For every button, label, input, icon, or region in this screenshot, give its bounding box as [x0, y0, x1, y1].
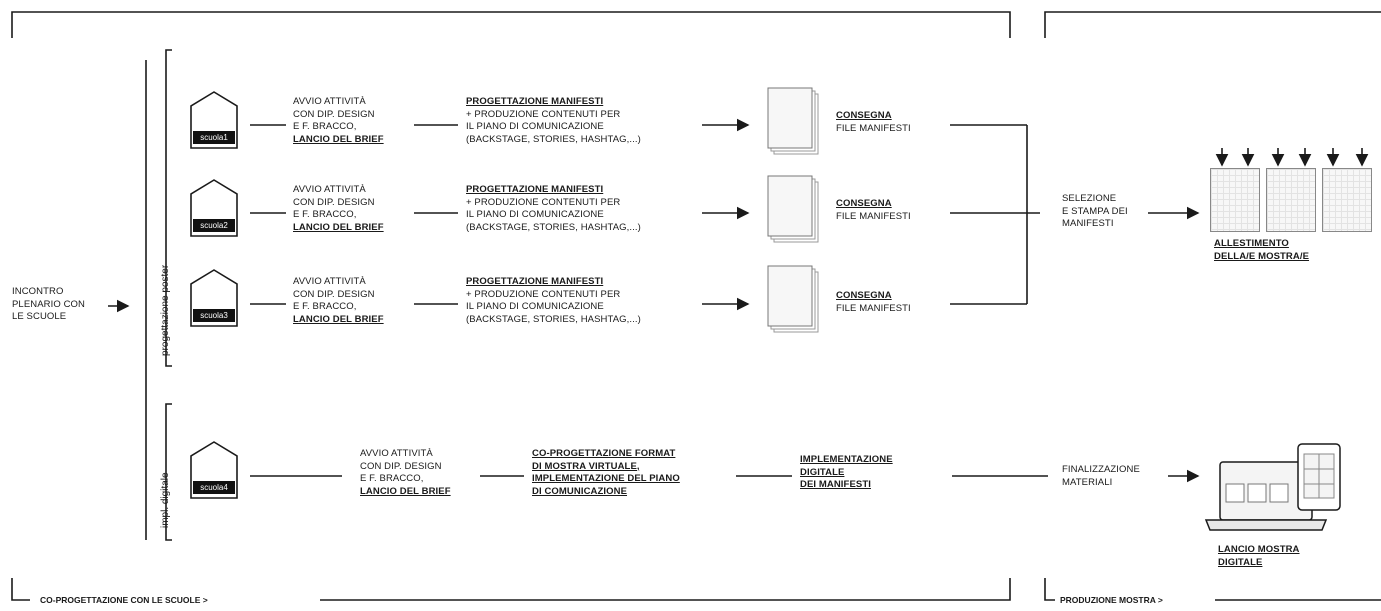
- progettazione-line: (BACKSTAGE, STORIES, HASHTAG,...): [466, 133, 641, 145]
- implementazione-line: DEI MANIFESTI: [800, 479, 871, 490]
- implementazione-block: IMPLEMENTAZIONE DIGITALE DEI MANIFESTI: [800, 454, 893, 492]
- brief-launch-label: LANCIO DEL BRIEF: [293, 313, 384, 325]
- avvio-line: CON DIP. DESIGN: [293, 196, 375, 208]
- progettazione-line: IL PIANO DI COMUNICAZIONE: [466, 301, 604, 312]
- lancio-mostra-line: LANCIO MOSTRA: [1218, 544, 1300, 555]
- allestimento-line: ALLESTIMENTO: [1214, 238, 1289, 249]
- avvio-block-1: AVVIO ATTIVITÀ CON DIP. DESIGN E F. BRAC…: [293, 96, 384, 146]
- plenary-line-2: PLENARIO CON: [12, 298, 85, 310]
- lancio-mostra-block: LANCIO MOSTRA DIGITALE: [1218, 544, 1300, 569]
- plenary-meeting-label: INCONTRO PLENARIO CON LE SCUOLE: [12, 286, 85, 324]
- progettazione-line: IL PIANO DI COMUNICAZIONE: [466, 209, 604, 220]
- school-tag-3: scuola3: [193, 309, 235, 322]
- avvio-block-2: AVVIO ATTIVITÀ CON DIP. DESIGN E F. BRAC…: [293, 184, 384, 234]
- school-tag-2: scuola2: [193, 219, 235, 232]
- manifest-files-icon-2: [766, 174, 822, 246]
- exhibition-board-1: [1210, 168, 1260, 232]
- laptop-tablet-icon: [1204, 443, 1341, 531]
- exhibition-board-3: [1322, 168, 1372, 232]
- plenary-line-1: INCONTRO: [12, 286, 64, 297]
- manifest-files-icon-1: [766, 86, 822, 158]
- progettazione-line: + PRODUZIONE CONTENUTI PER: [466, 108, 621, 120]
- lancio-mostra-line: DIGITALE: [1218, 556, 1263, 568]
- allestimento-block: ALLESTIMENTO DELLA/E MOSTRA/E: [1214, 238, 1309, 263]
- selezione-line: E STAMPA DEI: [1062, 205, 1128, 217]
- finalizzazione-line: MATERIALI: [1062, 476, 1113, 488]
- progettazione-line: (BACKSTAGE, STORIES, HASHTAG,...): [466, 313, 641, 325]
- consegna-line: FILE MANIFESTI: [836, 302, 911, 314]
- footer-co-progettazione: CO-PROGETTAZIONE CON LE SCUOLE >: [40, 595, 208, 605]
- implementazione-line: DIGITALE: [800, 466, 845, 478]
- school-icon-3: scuola3: [189, 268, 239, 328]
- consegna-block-1: CONSEGNA FILE MANIFESTI: [836, 110, 911, 135]
- manifest-files-icon-3: [766, 264, 822, 336]
- co-progettazione-line: CO-PROGETTAZIONE FORMAT: [532, 448, 676, 459]
- co-progettazione-line: DI COMUNICAZIONE: [532, 485, 628, 497]
- footer-produzione-mostra: PRODUZIONE MOSTRA >: [1060, 595, 1163, 605]
- avvio-line: AVVIO ATTIVITÀ: [293, 96, 366, 107]
- exhibition-board-2: [1266, 168, 1316, 232]
- progettazione-line: IL PIANO DI COMUNICAZIONE: [466, 121, 604, 132]
- progettazione-title: PROGETTAZIONE MANIFESTI: [466, 96, 604, 107]
- allestimento-line: DELLA/E MOSTRA/E: [1214, 250, 1310, 262]
- brief-launch-label: LANCIO DEL BRIEF: [360, 485, 451, 497]
- brief-launch-label: LANCIO DEL BRIEF: [293, 133, 384, 145]
- consegna-title: CONSEGNA: [836, 110, 892, 121]
- implementazione-line: IMPLEMENTAZIONE: [800, 454, 893, 465]
- consegna-title: CONSEGNA: [836, 290, 892, 301]
- avvio-line: E F. BRACCO,: [293, 301, 357, 312]
- school-tag-4: scuola4: [193, 481, 235, 494]
- school-icon-1: scuola1: [189, 90, 239, 150]
- brief-launch-label: LANCIO DEL BRIEF: [293, 221, 384, 233]
- avvio-block-4: AVVIO ATTIVITÀ CON DIP. DESIGN E F. BRAC…: [360, 448, 451, 498]
- co-progettazione-block: CO-PROGETTAZIONE FORMAT DI MOSTRA VIRTUA…: [532, 448, 680, 498]
- progettazione-title: PROGETTAZIONE MANIFESTI: [466, 184, 604, 195]
- group-label-digital: impl. digitale: [160, 472, 171, 528]
- consegna-title: CONSEGNA: [836, 198, 892, 209]
- progettazione-block-3: PROGETTAZIONE MANIFESTI + PRODUZIONE CON…: [466, 276, 641, 326]
- school-tag-1: scuola1: [193, 131, 235, 144]
- avvio-line: E F. BRACCO,: [293, 121, 357, 132]
- consegna-block-2: CONSEGNA FILE MANIFESTI: [836, 198, 911, 223]
- selezione-block: SELEZIONE E STAMPA DEI MANIFESTI: [1062, 193, 1128, 231]
- avvio-line: E F. BRACCO,: [360, 473, 424, 484]
- progettazione-line: + PRODUZIONE CONTENUTI PER: [466, 196, 621, 208]
- consegna-block-3: CONSEGNA FILE MANIFESTI: [836, 290, 911, 315]
- selezione-line: SELEZIONE: [1062, 193, 1117, 204]
- avvio-line: AVVIO ATTIVITÀ: [360, 448, 433, 459]
- avvio-block-3: AVVIO ATTIVITÀ CON DIP. DESIGN E F. BRAC…: [293, 276, 384, 326]
- selezione-line: MANIFESTI: [1062, 218, 1114, 229]
- group-label-poster: progettazione poster: [160, 264, 171, 356]
- avvio-line: AVVIO ATTIVITÀ: [293, 184, 366, 195]
- finalizzazione-block: FINALIZZAZIONE MATERIALI: [1062, 464, 1140, 489]
- school-icon-4: scuola4: [189, 440, 239, 500]
- co-progettazione-line: DI MOSTRA VIRTUALE,: [532, 460, 640, 472]
- avvio-line: CON DIP. DESIGN: [293, 108, 375, 120]
- progettazione-block-2: PROGETTAZIONE MANIFESTI + PRODUZIONE CON…: [466, 184, 641, 234]
- avvio-line: AVVIO ATTIVITÀ: [293, 276, 366, 287]
- finalizzazione-line: FINALIZZAZIONE: [1062, 464, 1140, 475]
- progettazione-block-1: PROGETTAZIONE MANIFESTI + PRODUZIONE CON…: [466, 96, 641, 146]
- consegna-line: FILE MANIFESTI: [836, 122, 911, 134]
- consegna-line: FILE MANIFESTI: [836, 210, 911, 222]
- co-progettazione-line: IMPLEMENTAZIONE DEL PIANO: [532, 473, 680, 484]
- progettazione-line: (BACKSTAGE, STORIES, HASHTAG,...): [466, 221, 641, 233]
- school-icon-2: scuola2: [189, 178, 239, 238]
- progettazione-line: + PRODUZIONE CONTENUTI PER: [466, 288, 621, 300]
- avvio-line: E F. BRACCO,: [293, 209, 357, 220]
- avvio-line: CON DIP. DESIGN: [293, 288, 375, 300]
- avvio-line: CON DIP. DESIGN: [360, 460, 442, 472]
- progettazione-title: PROGETTAZIONE MANIFESTI: [466, 276, 604, 287]
- plenary-line-3: LE SCUOLE: [12, 311, 67, 322]
